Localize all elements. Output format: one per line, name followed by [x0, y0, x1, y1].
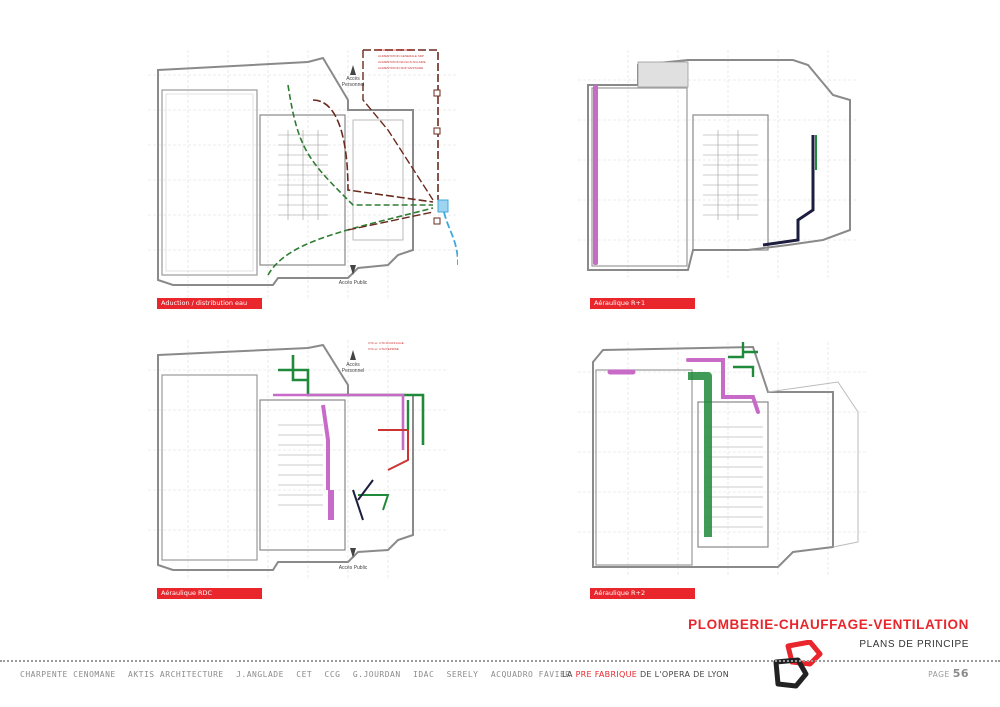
footer-divider: [0, 660, 1000, 662]
legend-item: RESEAU EAU POTABLE: [378, 48, 412, 52]
partner-name: AKTIS ARCHITECTURE: [128, 670, 224, 679]
page-label: PAGE: [928, 670, 950, 679]
partners-list: CHARPENTE CENOMANE AKTIS ARCHITECTURE J.…: [20, 670, 578, 679]
entry-public-label: Accès Public: [338, 565, 368, 571]
project-name: LA PRE FABRIQUE DE L'OPERA DE LYON: [562, 670, 729, 679]
logo-mark: [773, 639, 823, 689]
partner-name: CCG: [324, 670, 341, 679]
plan-drawing: [148, 340, 448, 580]
page-title: PLOMBERIE-CHAUFFAGE-VENTILATION: [688, 617, 969, 632]
project-highlight: PRE FABRIQUE: [575, 670, 638, 679]
plan-legend: RESEAU EAU POTABLE ALIMENTATION GENERALE…: [378, 47, 426, 71]
legend-item: CTA sc. CTA REPRISE: [368, 347, 399, 351]
entry-public-label: Accès Public: [338, 280, 368, 286]
partner-name: CHARPENTE CENOMANE: [20, 670, 116, 679]
entry-personnel-label: Accès Personnel: [341, 362, 365, 374]
partner-name: G.JOURDAN: [352, 670, 401, 679]
plan-ventilation-r2: [578, 332, 868, 582]
legend-item: ALIMENTATION SDP SANITAIRE: [378, 66, 424, 70]
partner-name: J.ANGLADE: [236, 670, 284, 679]
plan-ventilation-rdc: Accès Personnel Accès Public CTA sc. CTA…: [148, 330, 448, 588]
project-logo: [770, 639, 830, 695]
plan-caption: Aéraulique R+2: [590, 588, 695, 599]
legend-item: CTA sc. CTA SOUFFLAGE: [368, 341, 404, 345]
partner-name: SERELY: [446, 670, 479, 679]
partner-name: ACQUADRO FAVIER: [490, 670, 571, 679]
plan-caption: Aéraulique RDC: [157, 588, 262, 599]
plan-water-supply: Accès Personnel Accès Public RESEAU EAU …: [148, 40, 458, 310]
plan-drawing: [578, 50, 858, 280]
project-suffix: DE L'OPERA DE LYON: [639, 670, 730, 679]
legend-item: ALIMENTATION EN ECS SOLAIRE: [378, 60, 426, 64]
plan-ventilation-r1: [578, 40, 858, 285]
partner-name: CET: [296, 670, 313, 679]
plan-legend: CTA sc. CTA SOUFFLAGE CTA sc. CTA REPRIS…: [368, 340, 404, 352]
legend-item: ALIMENTATION GENERALE SDP: [378, 54, 424, 58]
plan-drawing: [578, 342, 868, 577]
plan-drawing: [148, 49, 458, 300]
plan-caption: Aéraulique R+1: [590, 298, 695, 309]
entry-personnel-label: Accès Personnel: [341, 76, 365, 88]
plan-caption: Aduction / distribution eau potable: [157, 298, 262, 318]
partner-name: IDAC: [413, 670, 435, 679]
page-subtitle: PLANS DE PRINCIPE: [859, 639, 969, 650]
page-number-value: 56: [952, 667, 969, 680]
project-prefix: LA: [562, 670, 573, 679]
